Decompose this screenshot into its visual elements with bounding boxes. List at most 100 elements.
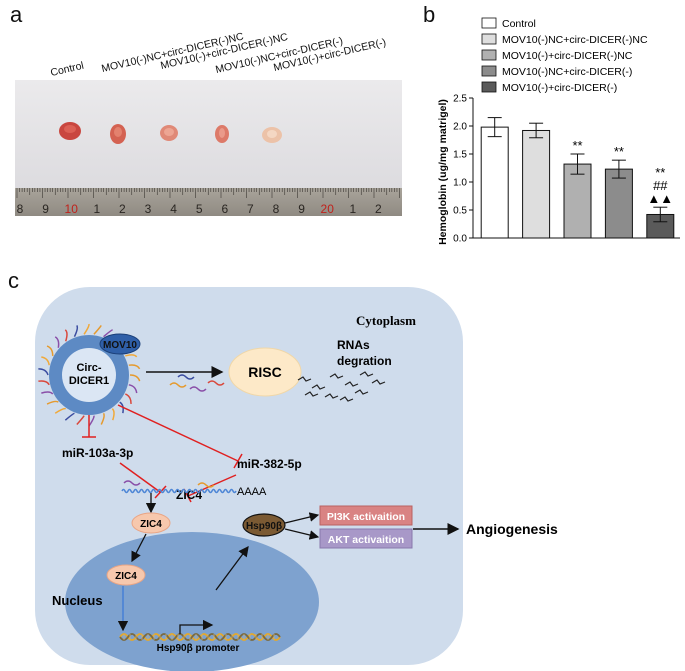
hsp90-promoter-label: Hsp90β promoter: [157, 643, 240, 654]
angiogenesis-label: Angiogenesis: [466, 521, 558, 537]
rna-fragment: [111, 408, 115, 421]
mir382-inhibits-zic4: [187, 474, 237, 497]
rna-fragment: [119, 401, 124, 414]
zic4-nuclear: [106, 564, 146, 586]
ruler-ticks: [16, 188, 400, 198]
rna-fragment: [100, 412, 105, 425]
cytoplasm-label: Cytoplasm: [356, 313, 416, 328]
rna-fragment: [46, 400, 59, 405]
hsp90-to-akt-arrow: [284, 528, 320, 540]
legend-swatch: [481, 65, 497, 77]
y-tick-label: 1.5: [453, 150, 467, 161]
zic4-protein-label: ZIC4: [140, 519, 162, 530]
y-tick-label: 1.0: [453, 178, 467, 189]
rna-fragment: [46, 345, 54, 356]
y-axis-label: Hemoglobin (ug/mg matrigel): [437, 99, 449, 245]
rna-fragment: [103, 329, 113, 338]
bar-1: [480, 126, 509, 239]
rna-fragment: [38, 368, 49, 376]
panel-a-label: a: [10, 2, 23, 27]
rna-fragment: [371, 379, 386, 385]
ruler-number: 2: [375, 202, 382, 216]
legend-label: MOV10(-)+circ-DICER(-): [502, 82, 617, 94]
hsp90-to-pi3k-arrow: [284, 512, 320, 524]
rna-fragment: [344, 381, 359, 387]
mir-103a-3p-label: miR-103a-3p: [62, 446, 133, 460]
nuclear-import-arrow: [131, 533, 147, 563]
y-tick-label: 0.5: [453, 206, 467, 217]
legend-label: MOV10(-)NC+circ-DICER(-): [502, 66, 632, 78]
rna-fragment: [125, 393, 132, 404]
chart-bars: ******##▲▲: [480, 117, 675, 239]
rna-fragment: [54, 407, 66, 414]
rna-fragment: [64, 412, 75, 421]
ruler-number: 8: [273, 202, 280, 216]
ruler-number: 5: [196, 202, 203, 216]
ruler-number: 6: [221, 202, 228, 216]
rna-fragment: [339, 396, 354, 402]
akt-label: AKT activaition: [328, 534, 404, 546]
transcription-start-arrow: [179, 619, 214, 634]
mir103-inhibits-zic4: [119, 462, 161, 493]
pi3k-box: [319, 505, 413, 526]
circ-dicer1-label-line1: Circ-: [76, 362, 101, 374]
rna-fragment: [329, 373, 344, 379]
released-rna: [177, 374, 195, 380]
rna-fragment: [359, 371, 374, 377]
ruler-number: 7: [247, 202, 254, 216]
hsp90-protein: [242, 513, 286, 537]
dna-helix: [119, 633, 281, 641]
rna-fragment: [311, 384, 326, 390]
bar-4: [604, 168, 633, 239]
rna-fragment: [304, 391, 319, 397]
rna-fragment: [41, 391, 54, 395]
legend-swatch: [481, 17, 497, 29]
rna-fragment: [38, 380, 50, 386]
nucleus-label: Nucleus: [52, 593, 103, 608]
released-rna: [207, 380, 225, 386]
poly-a-tail: AAAA: [237, 486, 267, 498]
legend-label: Control: [502, 18, 536, 30]
hsp90-label: Hsp90β: [246, 521, 282, 532]
released-rna: [189, 386, 207, 392]
ruler-number: 20: [321, 202, 335, 216]
y-tick-label: 0.0: [453, 234, 467, 245]
ruler-number: 1: [93, 202, 100, 216]
rna-fragment: [129, 374, 141, 382]
ruler-number: 9: [42, 202, 49, 216]
zic4-protein: [131, 512, 171, 534]
rna-fragment: [64, 329, 68, 342]
legend-swatch: [481, 81, 497, 93]
released-rnas: [169, 374, 225, 392]
panel-b-label: b: [423, 2, 436, 27]
rna-fragment: [354, 389, 369, 395]
rna-fragment: [93, 325, 102, 335]
rna-fragment: [324, 393, 339, 399]
ruler-number: 3: [145, 202, 152, 216]
y-tick-label: 2.5: [453, 94, 467, 105]
ruler-number: 4: [170, 202, 177, 216]
ruler-number: 10: [65, 202, 79, 216]
rnas-degration-line2: degration: [337, 354, 392, 368]
legend-label: MOV10(-)NC+circ-DICER(-)NC: [502, 34, 648, 46]
ruler-number: 9: [298, 202, 305, 216]
pathway-diagram: Cytoplasm Nucleus Circ- DICER1 MOV10 RIS…: [35, 287, 558, 671]
inhibit-mir382: [117, 404, 239, 462]
legend-label: MOV10(-)+circ-DICER(-)NC: [502, 50, 633, 62]
risc-label: RISC: [248, 364, 281, 380]
significance-marker: **: [572, 138, 582, 153]
mir-382-5p-label: miR-382-5p: [237, 457, 302, 471]
rnas-degration-line1: RNAs: [337, 338, 370, 352]
legend-swatch: [481, 49, 497, 61]
akt-box: [319, 528, 413, 549]
y-tick-label: 2.0: [453, 122, 467, 133]
bar-3: [563, 163, 592, 239]
rna-fragment: [73, 325, 79, 337]
zic4-mrna-strand: [121, 488, 237, 494]
rna-fragment: [128, 364, 141, 370]
mov10-protein: [99, 333, 141, 355]
mirna-strand: [123, 480, 141, 486]
circ-dicer1-label-line2: DICER1: [69, 375, 109, 387]
